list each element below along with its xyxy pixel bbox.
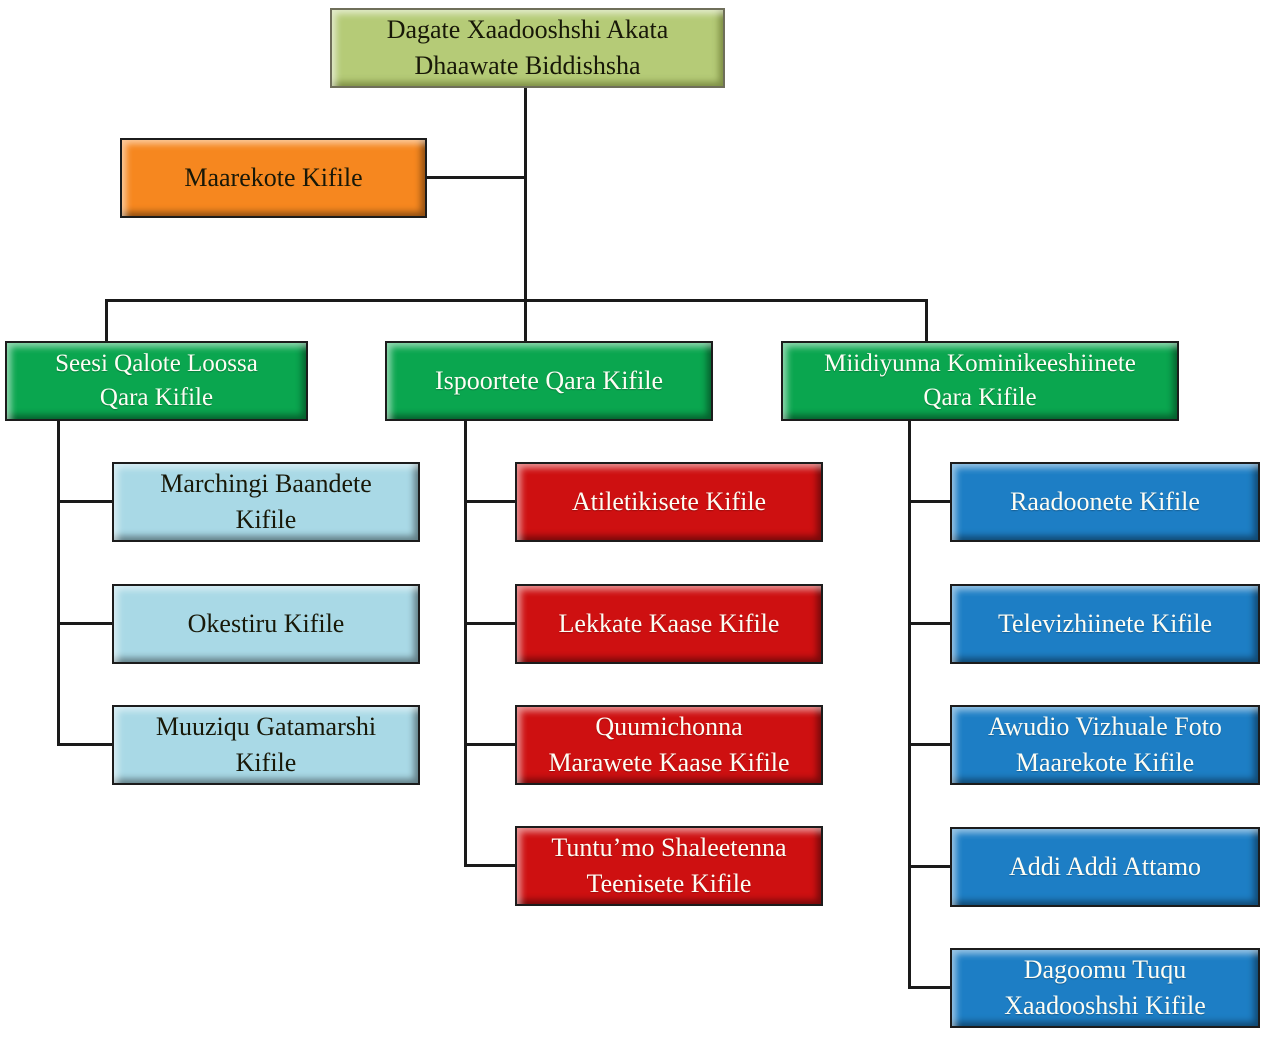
connector-col1-spine <box>57 421 60 746</box>
connector-branch1-drop <box>105 299 108 343</box>
connector-col2-stub-2 <box>464 622 515 625</box>
node-child-3-3: Awudio Vizhuale Foto Maarekote Kifile <box>950 705 1260 785</box>
node-root: Dagate Xaadooshshi Akata Dhaawate Biddis… <box>330 8 725 88</box>
connector-root-vertical <box>524 88 527 343</box>
node-child-2-3: Quumichonna Marawete Kaase Kifile <box>515 705 823 785</box>
connector-col3-stub-1 <box>908 500 950 503</box>
node-child-2-4: Tuntu’mo Shaleetenna Teenisete Kifile <box>515 826 823 906</box>
node-branch-3: Miidiyunna Kominikeeshiinete Qara Kifile <box>781 341 1179 421</box>
node-child-3-5: Dagoomu Tuqu Xaadooshshi Kifile <box>950 948 1260 1028</box>
node-child-3-2: Televizhiinete Kifile <box>950 584 1260 664</box>
connector-col1-stub-2 <box>57 622 112 625</box>
connector-col3-stub-4 <box>908 865 950 868</box>
node-child-1-3: Muuziqu Gatamarshi Kifile <box>112 705 420 785</box>
connector-staff-stub <box>427 176 526 179</box>
node-child-2-2: Lekkate Kaase Kifile <box>515 584 823 664</box>
connector-col2-stub-4 <box>464 864 515 867</box>
connector-branch-horizontal <box>105 299 928 302</box>
connector-col3-spine <box>908 421 911 989</box>
node-staff-maarekote: Maarekote Kifile <box>120 138 427 218</box>
node-child-1-2: Okestiru Kifile <box>112 584 420 664</box>
node-child-3-4: Addi Addi Attamo <box>950 827 1260 907</box>
connector-branch3-drop <box>925 299 928 343</box>
connector-col3-stub-2 <box>908 622 950 625</box>
connector-col3-stub-5 <box>908 986 950 989</box>
connector-col3-stub-3 <box>908 743 950 746</box>
connector-col2-spine <box>464 421 467 867</box>
connector-col2-stub-1 <box>464 500 515 503</box>
node-child-3-1: Raadoonete Kifile <box>950 462 1260 542</box>
node-child-2-1: Atiletikisete Kifile <box>515 462 823 542</box>
node-branch-1: Seesi Qalote Loossa Qara Kifile <box>5 341 308 421</box>
node-branch-2: Ispoortete Qara Kifile <box>385 341 713 421</box>
connector-col1-stub-1 <box>57 500 112 503</box>
connector-col2-stub-3 <box>464 743 515 746</box>
connector-col1-stub-3 <box>57 743 112 746</box>
node-child-1-1: Marchingi Baandete Kifile <box>112 462 420 542</box>
